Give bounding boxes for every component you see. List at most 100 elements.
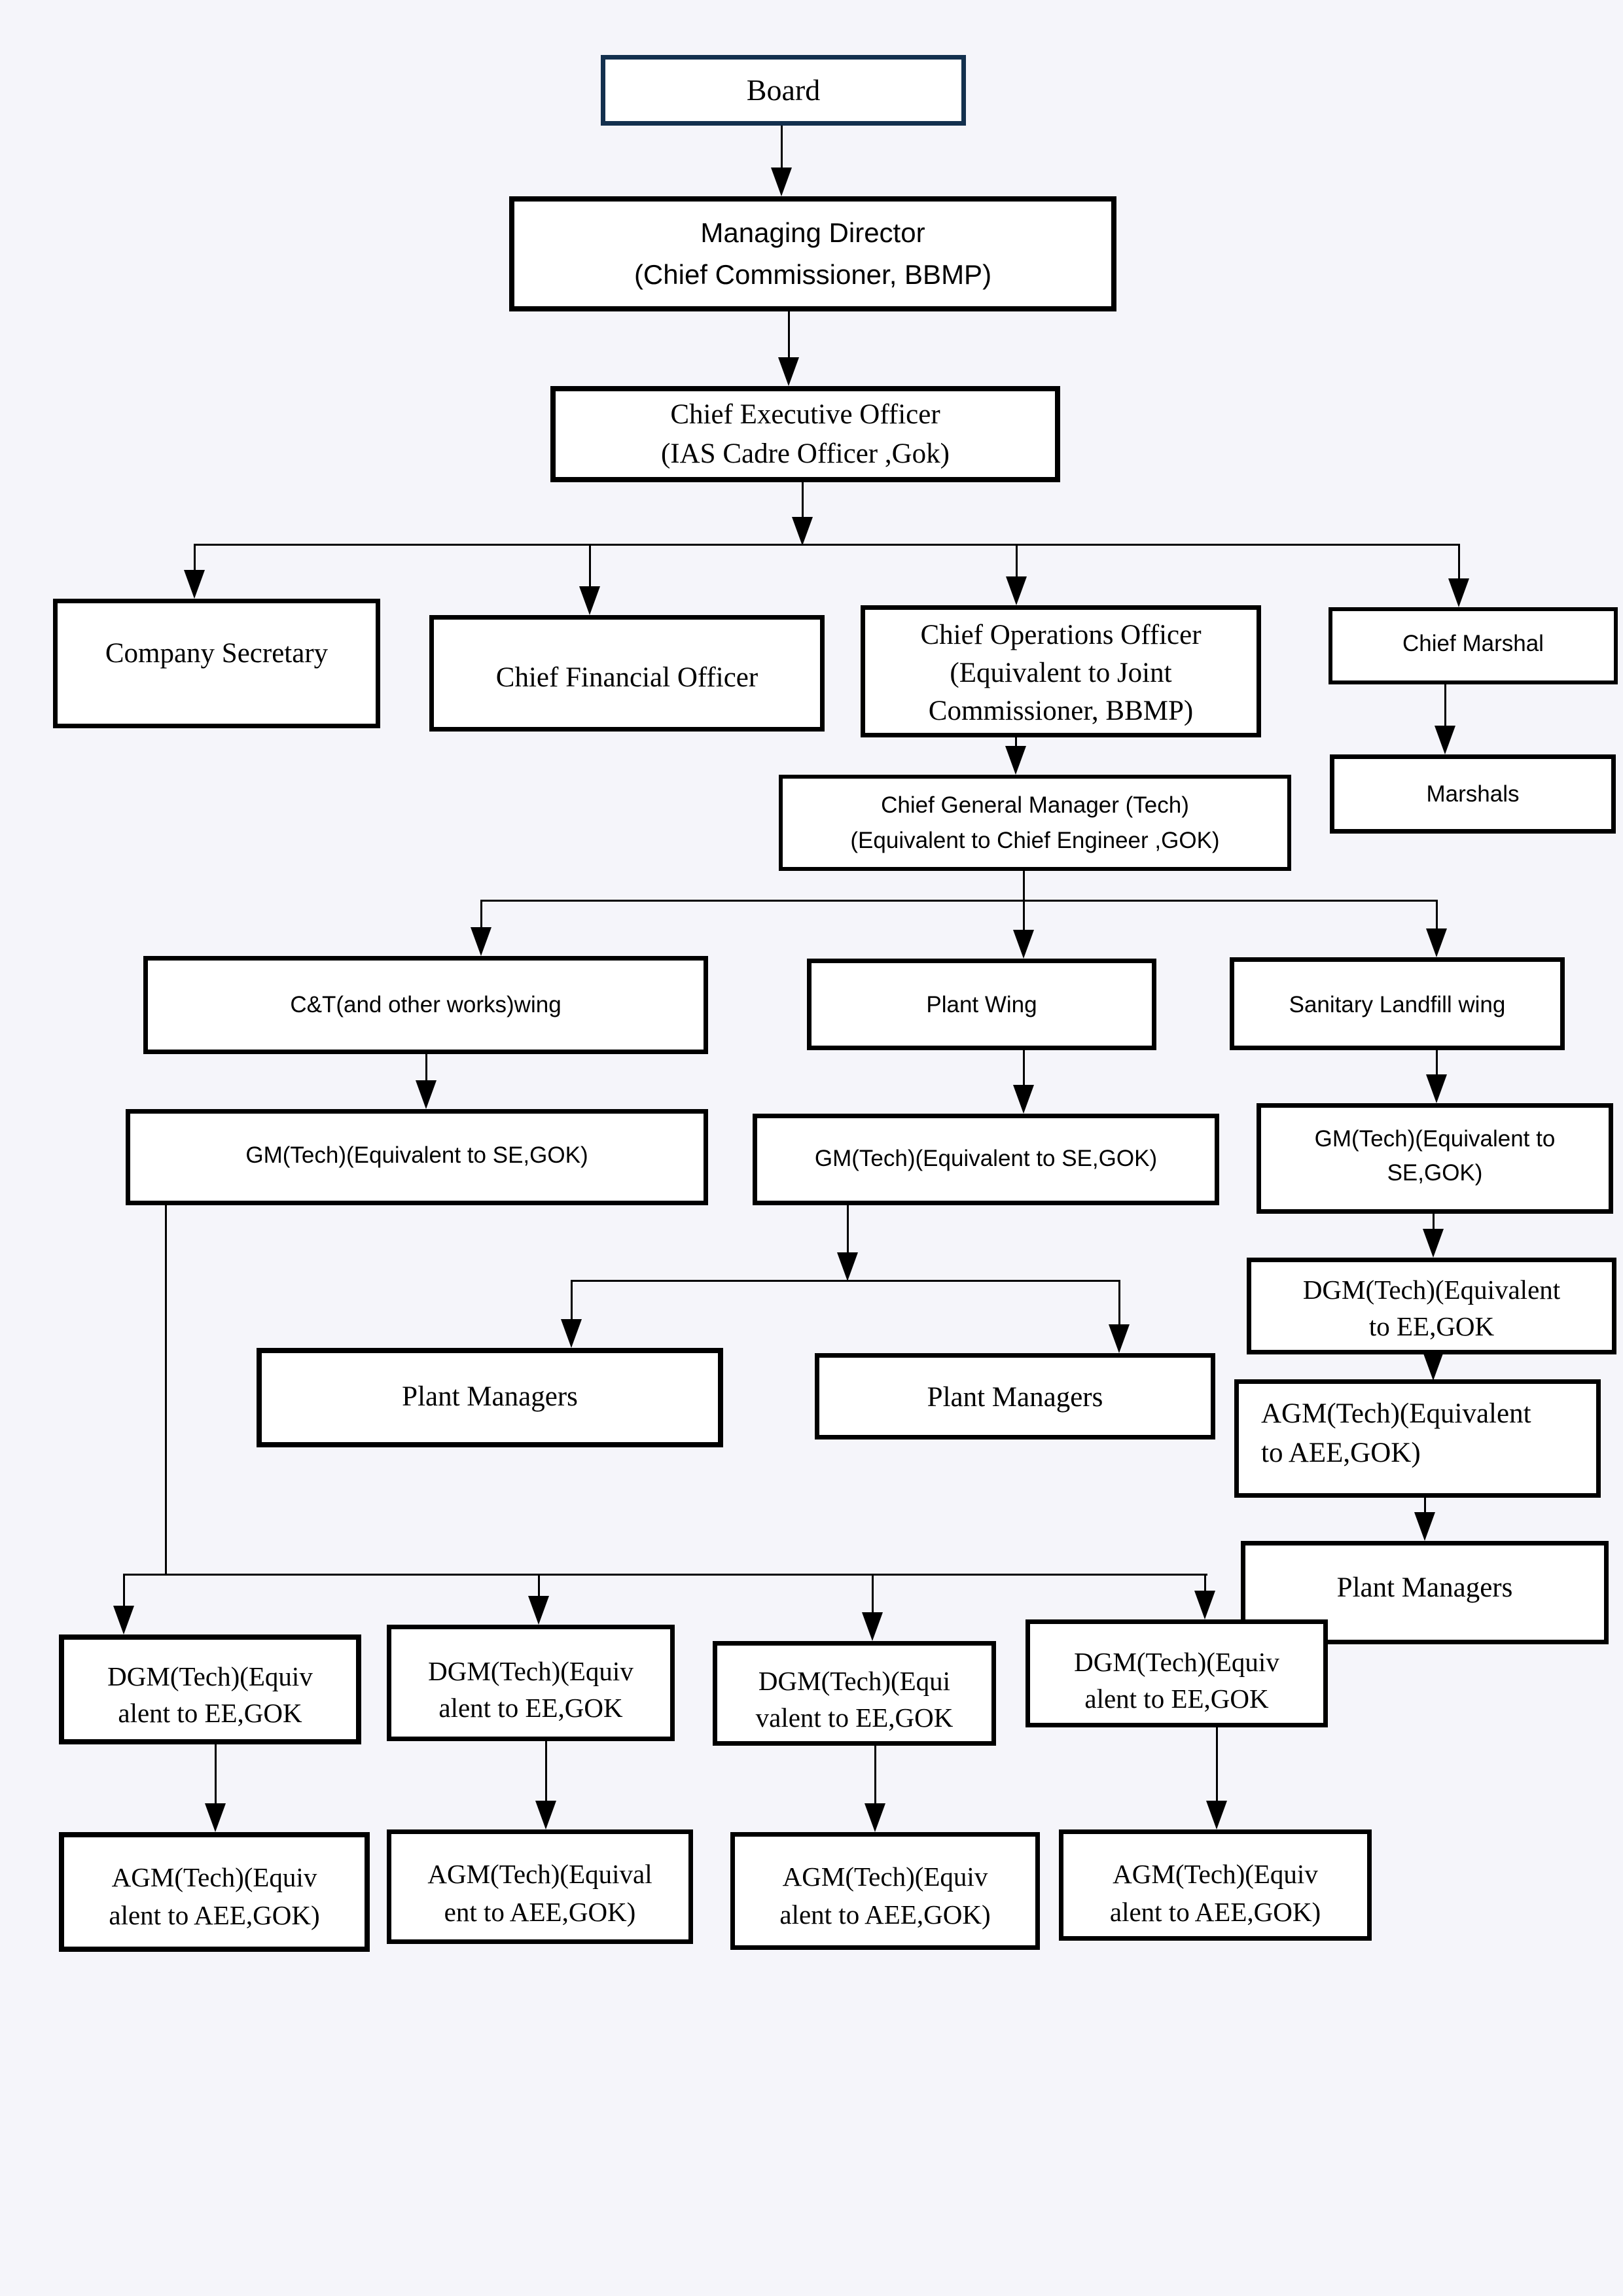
node-agm-4: AGM(Tech)(Equiv alent to AEE,GOK) [1059, 1829, 1372, 1941]
node-label: GM(Tech)(Equivalent to SE,GOK) [245, 1142, 588, 1168]
node-label: AGM(Tech)(Equiv [1113, 1859, 1318, 1889]
connector-line [194, 544, 196, 573]
connector-line [1436, 900, 1438, 931]
arrowhead-icon [1426, 928, 1447, 957]
connector-line [480, 900, 1437, 902]
arrowhead-icon [1109, 1324, 1130, 1353]
arrowhead-icon [1006, 576, 1027, 605]
connector-line [538, 1574, 540, 1597]
connector-line [545, 1741, 547, 1802]
node-label: DGM(Tech)(Equi [758, 1666, 951, 1696]
connector-line [1023, 1050, 1025, 1087]
arrowhead-icon [1426, 1074, 1447, 1103]
node-sanitary-landfill-wing: Sanitary Landfill wing [1230, 957, 1565, 1050]
arrowhead-icon [837, 1252, 858, 1281]
node-chief-general-manager: Chief General Manager (Tech) (Equivalent… [779, 775, 1291, 871]
connector-line [781, 126, 783, 170]
connector-line [1216, 1727, 1218, 1802]
arrowhead-icon [778, 357, 799, 386]
arrowhead-icon [1013, 930, 1034, 959]
node-label: to EE,GOK [1368, 1311, 1495, 1341]
connector-line [802, 482, 804, 520]
connector-line [874, 1746, 876, 1805]
node-label: Plant Managers [1336, 1572, 1513, 1603]
node-ct-wing: C&T(and other works)wing [143, 956, 708, 1054]
node-label: Chief Marshal [1402, 631, 1544, 656]
node-agm-1: AGM(Tech)(Equiv alent to AEE,GOK) [59, 1832, 370, 1952]
arrowhead-icon [561, 1319, 582, 1348]
node-dgm-3: DGM(Tech)(Equi valent to EE,GOK [713, 1641, 996, 1746]
connector-line [1444, 684, 1446, 728]
node-label: DGM(Tech)(Equivalent [1302, 1275, 1561, 1305]
node-label: Marshals [1426, 781, 1520, 807]
arrowhead-icon [1423, 1352, 1444, 1381]
node-company-secretary: Company Secretary [53, 599, 380, 728]
connector-line [1023, 900, 1025, 932]
connector-line [872, 1574, 874, 1613]
connector-line [194, 544, 1460, 546]
connector-line [425, 1054, 427, 1083]
node-dgm-sanitary: DGM(Tech)(Equivalent to EE,GOK [1247, 1258, 1616, 1354]
arrowhead-icon [1423, 1229, 1444, 1258]
node-label: Plant Managers [927, 1382, 1103, 1413]
node-label: alent to AEE,GOK) [779, 1899, 991, 1930]
arrowhead-icon [535, 1801, 556, 1829]
node-gm-sanitary: GM(Tech)(Equivalent to SE,GOK) [1257, 1103, 1613, 1214]
arrowhead-icon [771, 168, 792, 196]
arrowhead-icon [579, 586, 600, 615]
node-label: Plant Managers [402, 1381, 578, 1412]
node-label: Managing Director [700, 217, 925, 248]
node-label: AGM(Tech)(Equiv [111, 1862, 317, 1892]
arrowhead-icon [1414, 1512, 1435, 1541]
node-plant-managers-left: Plant Managers [257, 1348, 723, 1447]
arrowhead-icon [792, 517, 813, 546]
connector-line [571, 1280, 1120, 1282]
arrowhead-icon [528, 1596, 549, 1625]
node-label: (Equivalent to Joint [950, 658, 1172, 688]
node-board: Board [601, 55, 966, 126]
node-label: alent to EE,GOK [1084, 1684, 1269, 1714]
node-dgm-2: DGM(Tech)(Equiv alent to EE,GOK [387, 1625, 675, 1741]
arrowhead-icon [865, 1803, 885, 1832]
connector-line [1458, 544, 1460, 580]
arrowhead-icon [471, 927, 491, 956]
node-label: alent to AEE,GOK) [1109, 1897, 1321, 1927]
connector-line [1023, 871, 1025, 901]
node-label: Board [746, 73, 821, 107]
arrowhead-icon [862, 1612, 883, 1641]
connector-line [1118, 1280, 1120, 1326]
node-plant-managers-mid: Plant Managers [815, 1353, 1215, 1439]
connector-line [1424, 1498, 1426, 1515]
node-label: alent to EE,GOK [118, 1698, 302, 1728]
node-label: valent to EE,GOK [755, 1703, 954, 1733]
arrowhead-icon [113, 1606, 134, 1634]
arrowhead-icon [1194, 1591, 1215, 1619]
connector-line [165, 1205, 167, 1575]
node-label: AGM(Tech)(Equiv [782, 1862, 988, 1892]
node-label: C&T(and other works)wing [290, 992, 562, 1017]
node-plant-wing: Plant Wing [807, 959, 1156, 1050]
node-label: Chief General Manager (Tech) [881, 792, 1189, 818]
node-label: DGM(Tech)(Equiv [428, 1656, 633, 1686]
connector-line [847, 1205, 849, 1255]
node-label: AGM(Tech)(Equivalent [1261, 1398, 1531, 1429]
node-label: AGM(Tech)(Equival [427, 1859, 652, 1889]
connector-line [123, 1574, 125, 1608]
connector-line [1015, 737, 1017, 751]
node-label: DGM(Tech)(Equiv [107, 1661, 313, 1691]
node-agm-2: AGM(Tech)(Equival ent to AEE,GOK) [387, 1829, 693, 1944]
node-label: alent to AEE,GOK) [109, 1900, 320, 1930]
arrowhead-icon [416, 1080, 437, 1109]
node-agm-3: AGM(Tech)(Equiv alent to AEE,GOK) [730, 1832, 1040, 1950]
node-managing-director: Managing Director (Chief Commissioner, B… [509, 196, 1116, 311]
node-label: Chief Financial Officer [495, 662, 758, 693]
node-label: (IAS Cadre Officer ,Gok) [660, 438, 950, 469]
arrowhead-icon [184, 570, 205, 599]
connector-line [788, 311, 790, 361]
arrowhead-icon [205, 1803, 226, 1832]
node-chief-marshal: Chief Marshal [1329, 607, 1618, 684]
connector-line [215, 1744, 217, 1805]
arrowhead-icon [1435, 726, 1455, 754]
arrowhead-icon [1448, 578, 1469, 607]
